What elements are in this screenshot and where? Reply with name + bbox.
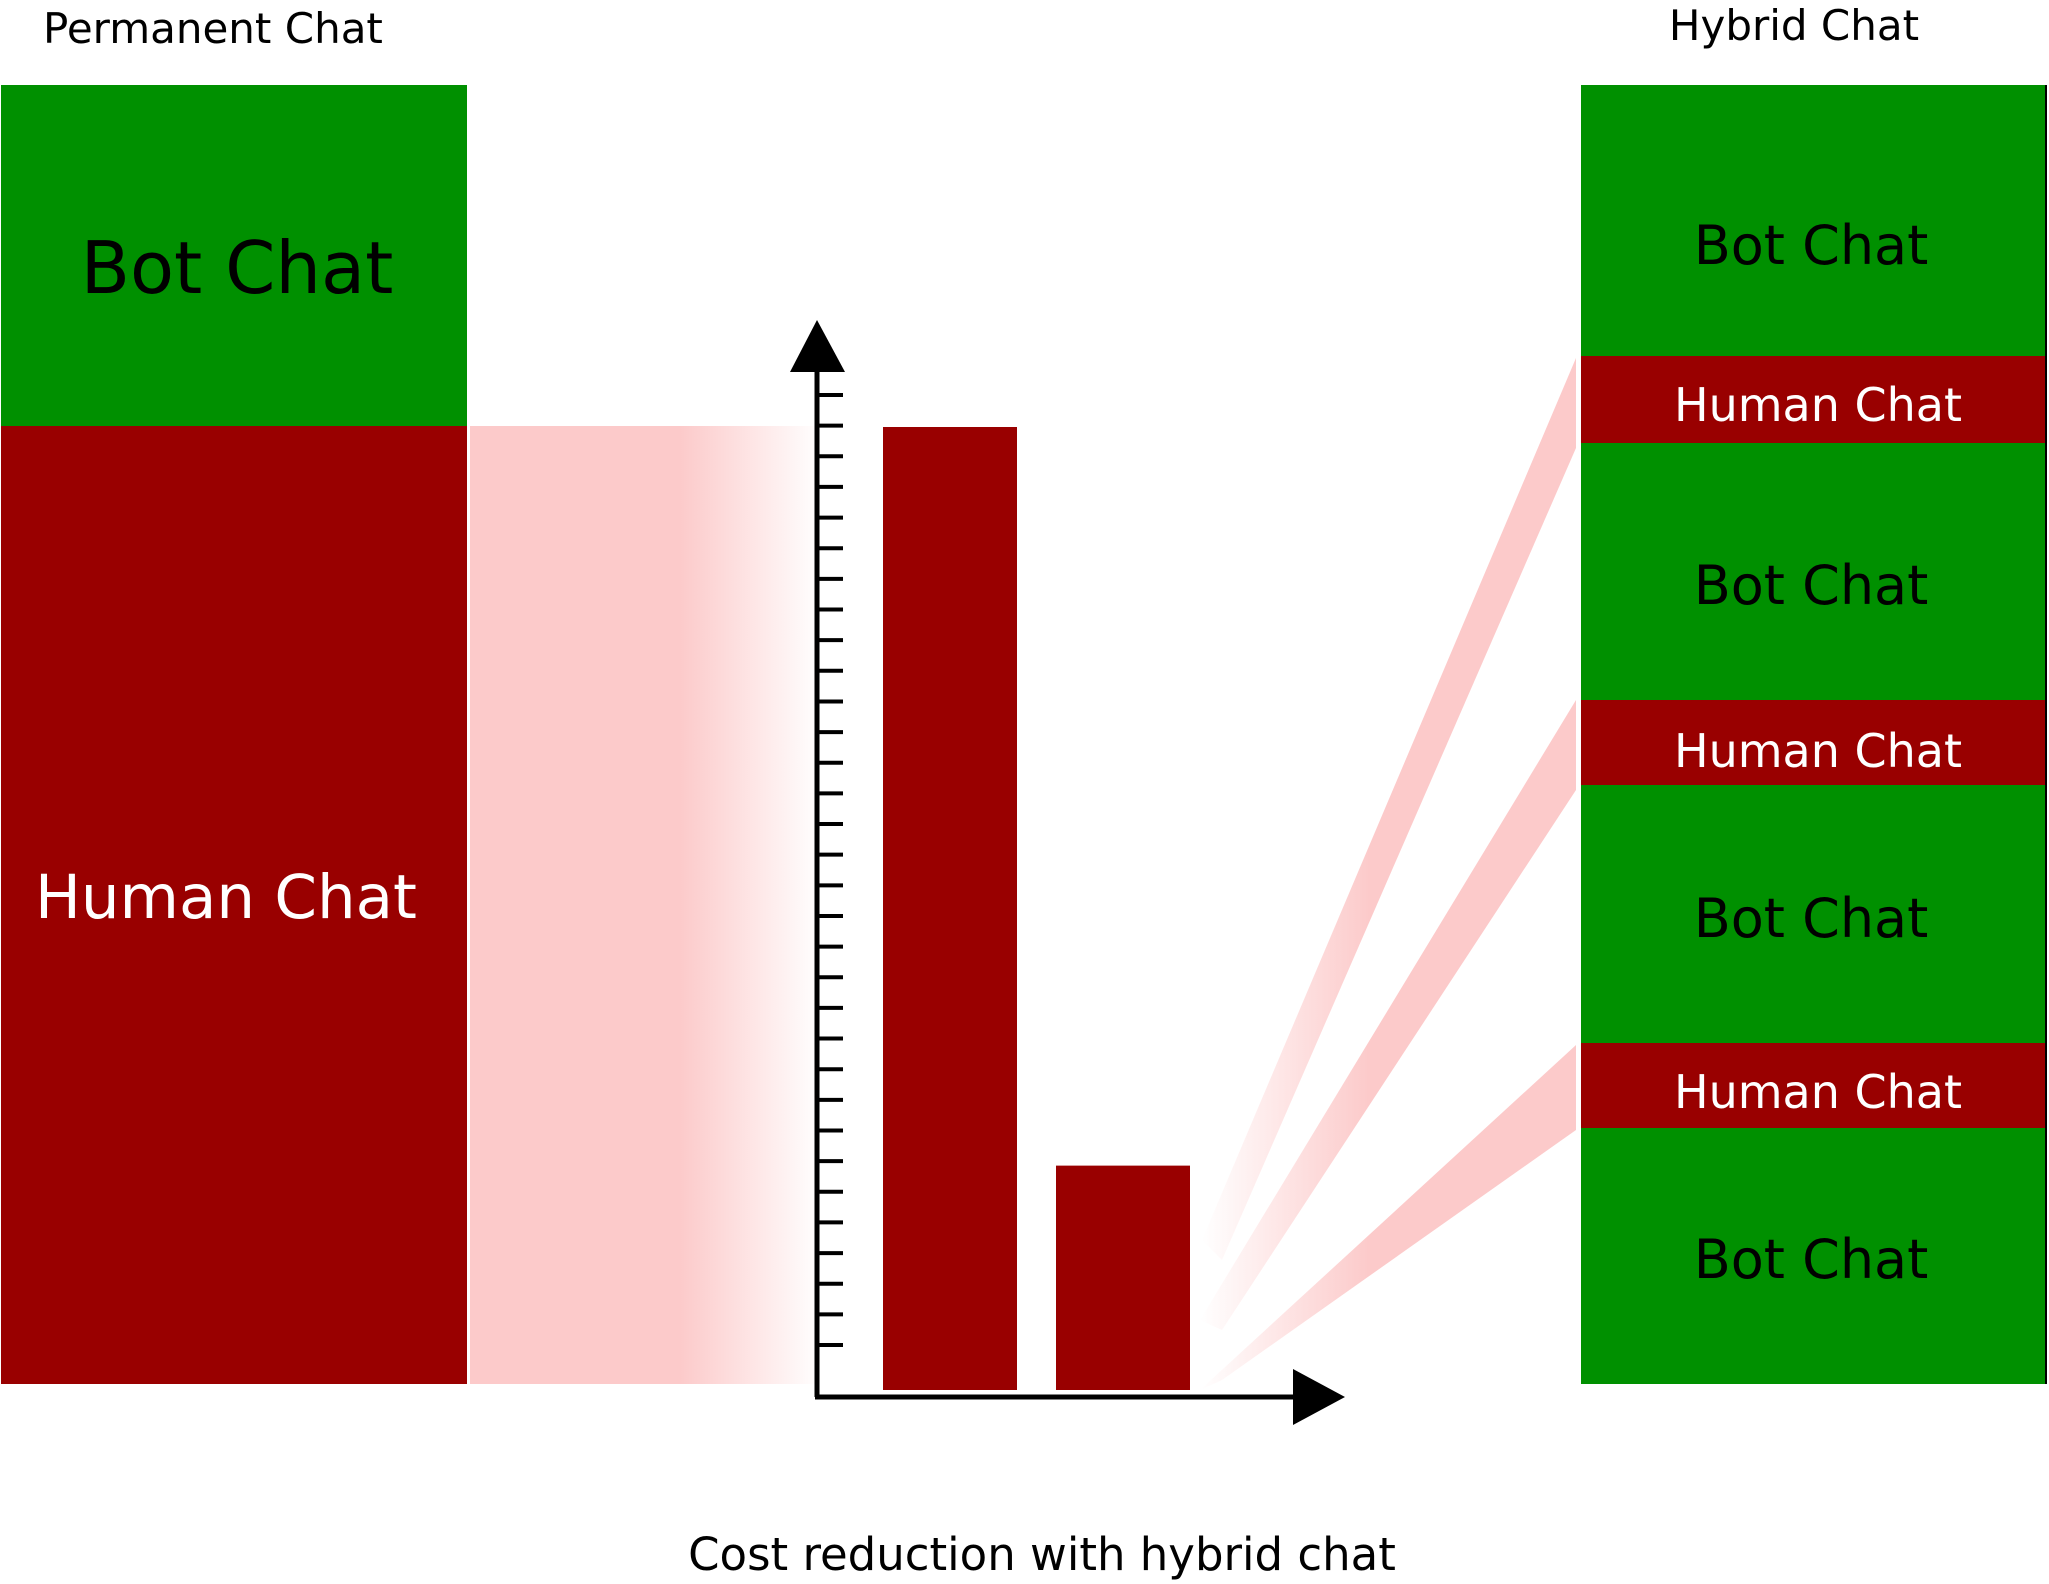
hybrid-label-human-2: Human Chat	[1674, 724, 1962, 778]
hybrid-segment-bot-1	[1581, 85, 2047, 356]
hybrid-label-human-1: Human Chat	[1674, 378, 1962, 432]
hybrid-label-bot-4: Bot Chat	[1694, 1228, 1929, 1291]
hybrid-segment-human-1	[1581, 356, 2047, 443]
hybrid-segment-human-3	[1581, 1043, 2047, 1128]
connector-band-3	[1200, 1045, 1576, 1390]
connector-band-1	[1202, 358, 1576, 1260]
permanent-chat: Permanent Chat Bot Chat Human Chat	[1, 4, 467, 1384]
permanent-bot-label: Bot Chat	[81, 226, 394, 310]
permanent-human-block	[1, 426, 467, 1384]
chart-caption: Cost reduction with hybrid chat	[688, 1528, 1396, 1581]
permanent-connector-band	[470, 426, 820, 1384]
bar-permanent-cost	[883, 427, 1017, 1390]
permanent-human-label: Human Chat	[35, 862, 417, 933]
permanent-bot-block	[1, 85, 467, 426]
hybrid-segment-human-2	[1581, 700, 2047, 785]
permanent-chat-title: Permanent Chat	[43, 4, 383, 53]
hybrid-connector-bands	[1200, 358, 1576, 1390]
hybrid-segment-bot-2	[1581, 443, 2047, 700]
bar-hybrid-cost	[1056, 1165, 1190, 1390]
x-axis-arrow	[1293, 1369, 1345, 1425]
hybrid-chat: Hybrid Chat Bot Chat Human Chat Bot Chat…	[1581, 1, 2047, 1384]
hybrid-label-bot-1: Bot Chat	[1694, 214, 1929, 277]
hybrid-label-bot-2: Bot Chat	[1694, 554, 1929, 617]
hybrid-chat-title: Hybrid Chat	[1669, 1, 1919, 50]
connector-band-2	[1200, 700, 1576, 1330]
hybrid-segment-bot-4	[1581, 1128, 2047, 1384]
hybrid-label-human-3: Human Chat	[1674, 1065, 1962, 1119]
hybrid-label-bot-3: Bot Chat	[1694, 887, 1929, 950]
cost-chart: Cost reduction with hybrid chat	[688, 320, 1396, 1581]
hybrid-segment-bot-3	[1581, 785, 2047, 1043]
axis-ticks	[817, 393, 843, 1347]
y-axis-arrow	[790, 320, 845, 372]
